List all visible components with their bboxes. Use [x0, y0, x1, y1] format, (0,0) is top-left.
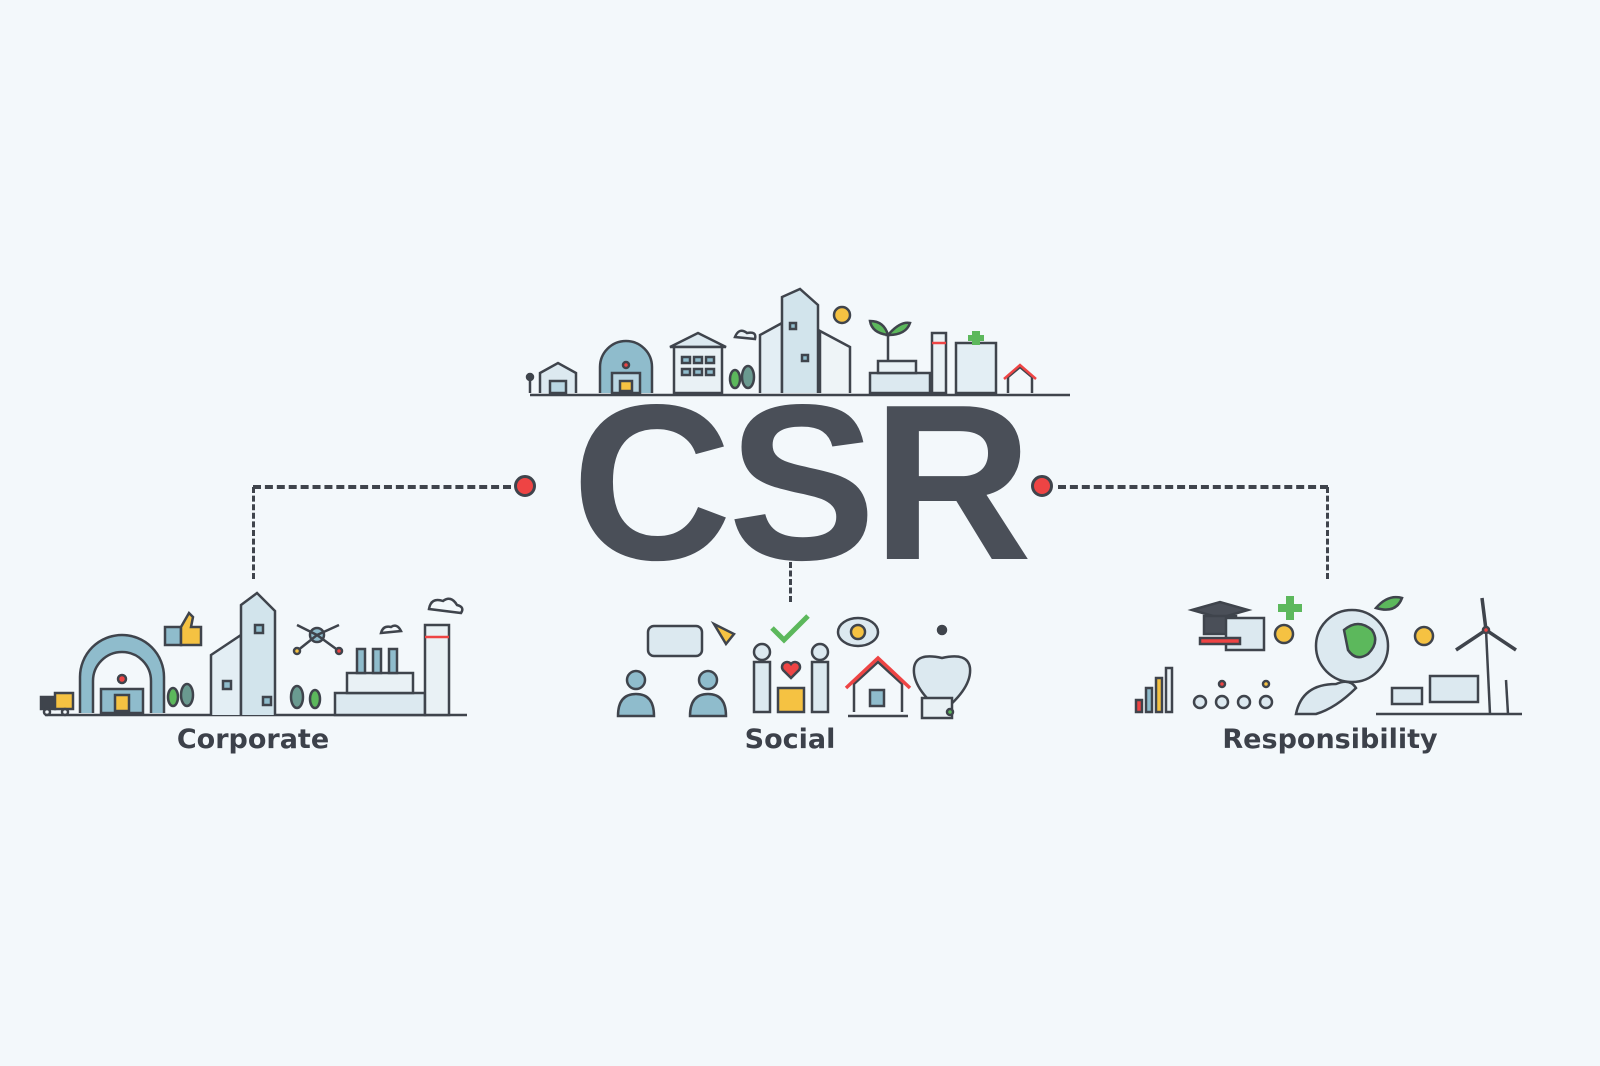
cloud-icon: [379, 597, 464, 635]
skyline-illustration: [525, 287, 1070, 397]
connector-left-drop: [252, 487, 255, 579]
blueprint-icon: [1198, 616, 1266, 652]
team-network-icon: [1192, 679, 1274, 710]
box-icon: [776, 686, 806, 714]
corporate-illustration: [39, 591, 467, 717]
tree-icon: [728, 364, 756, 390]
giving-hands-icon: [752, 642, 830, 714]
lightbulb-icon: [1273, 623, 1295, 645]
leaf-icon: [1373, 595, 1404, 611]
connector-dot-left: [514, 475, 536, 497]
solar-panel-icon: [1390, 674, 1480, 706]
factory-icon: [868, 331, 948, 395]
social-illustration: [616, 614, 972, 720]
sun-icon: [1413, 625, 1435, 647]
sun-icon: [832, 305, 852, 325]
connector-center-drop: [789, 562, 792, 602]
branch-label-corporate: Corporate: [176, 724, 330, 755]
certificate-icon: [920, 696, 955, 720]
megaphone-icon: [710, 620, 736, 647]
connector-left: [253, 485, 511, 489]
plant-icon: [868, 319, 912, 361]
hospital-icon: [954, 331, 998, 395]
smile-bubble-icon: [836, 616, 880, 648]
people-icon: [616, 669, 728, 718]
tree-icon: [289, 684, 322, 710]
factory-icon: [333, 623, 451, 717]
wind-turbine-icon: [1455, 597, 1517, 715]
bank-icon: [669, 331, 727, 395]
thumbs-up-icon: [163, 610, 203, 647]
tree-icon: [166, 682, 195, 708]
plus-icon: [1278, 596, 1302, 620]
checkmark-icon: [770, 614, 810, 644]
delivery-truck-icon: [39, 691, 75, 717]
connector-right: [1058, 485, 1328, 489]
branch-label-responsibility: Responsibility: [1222, 724, 1438, 755]
branch-label-social: Social: [744, 724, 836, 755]
office-tower-icon: [209, 591, 277, 715]
growth-chart-icon: [1134, 666, 1174, 714]
house-icon: [844, 655, 912, 718]
network-icon: [292, 623, 344, 656]
connector-dot-right: [1031, 475, 1053, 497]
warehouse-icon: [78, 633, 166, 715]
cloud-icon: [733, 329, 757, 341]
chat-bubble-icon: [646, 624, 704, 658]
responsibility-illustration: [1134, 595, 1522, 716]
globe-in-hand-icon: [1294, 608, 1390, 716]
heart-icon: [780, 660, 802, 680]
house-icon: [1003, 363, 1037, 393]
csr-title: CSR: [571, 359, 1033, 607]
person-icon: [525, 372, 535, 393]
connector-right-drop: [1326, 487, 1329, 579]
skyscraper-icon: [758, 287, 852, 393]
warehouse-icon: [598, 339, 654, 395]
market-icon: [538, 361, 578, 395]
